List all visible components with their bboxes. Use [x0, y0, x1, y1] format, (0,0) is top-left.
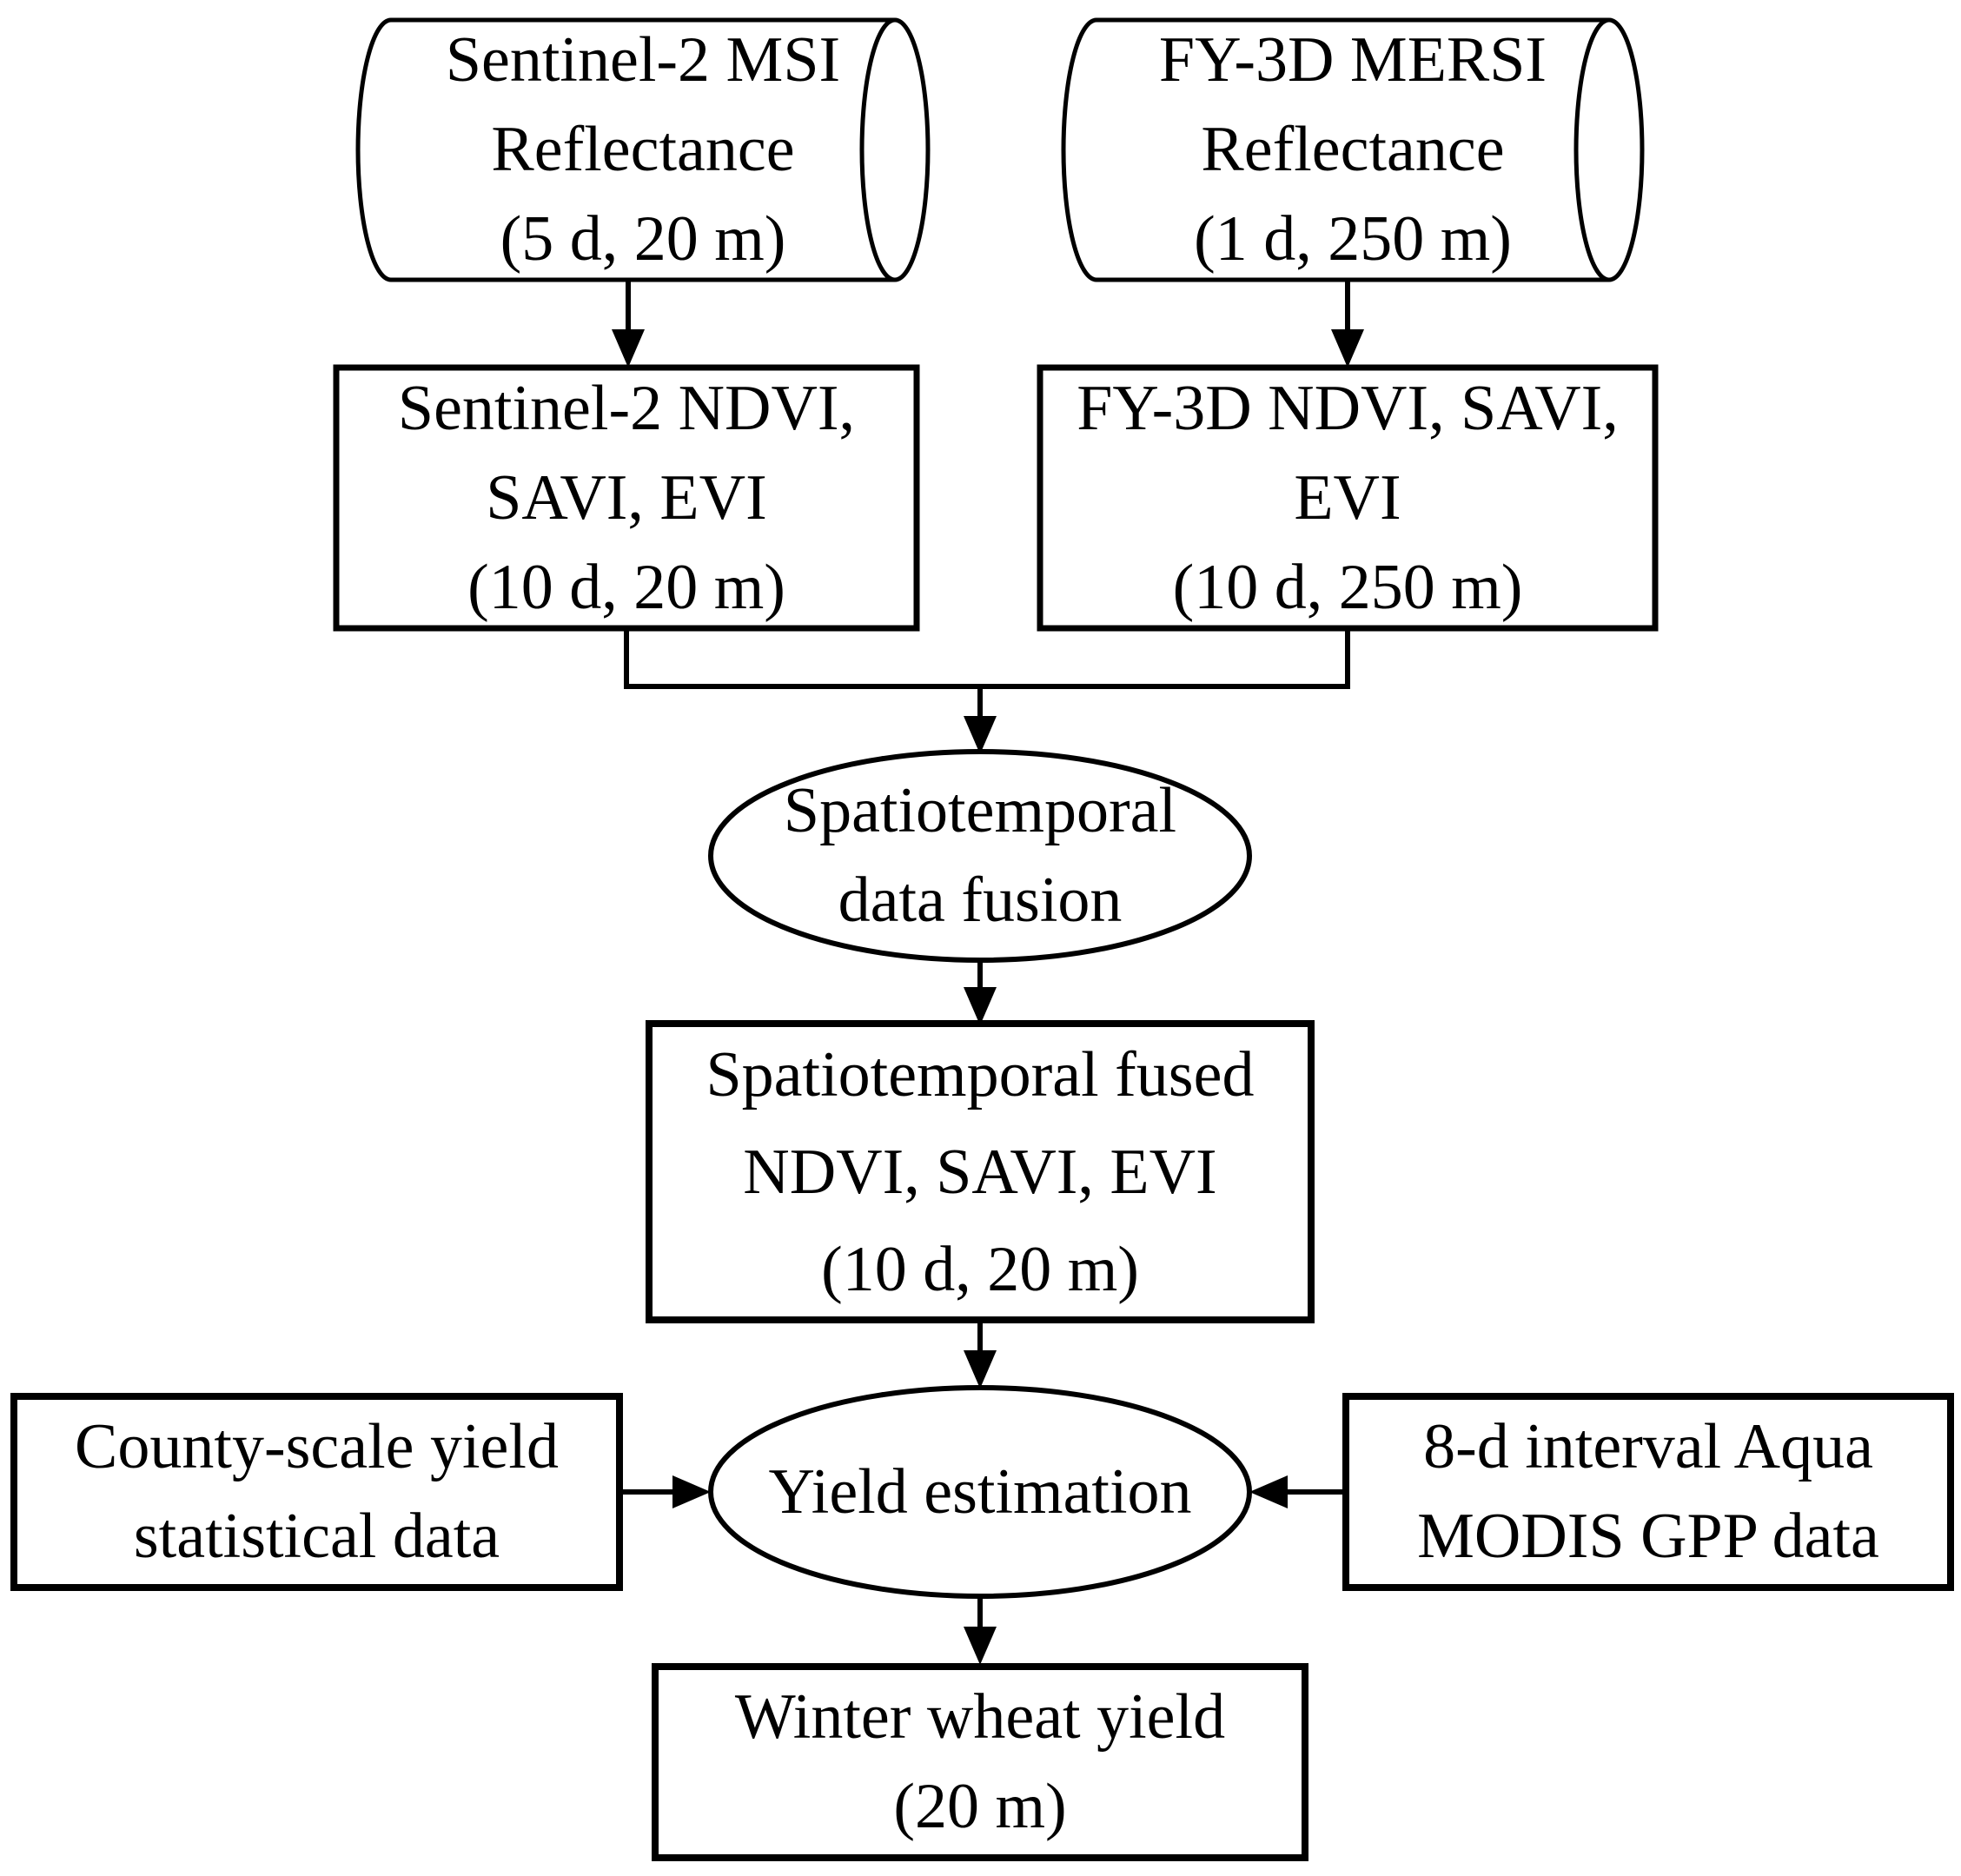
- county-yield-data-label: County-scale yield statistical data: [14, 1396, 619, 1588]
- fy3d-reflectance-label: FY-3D MERSI Reflectance (1 d, 250 m): [1096, 20, 1609, 280]
- county-yield-data-box: [10, 1393, 623, 1591]
- arrowhead-into-yield-left: [672, 1475, 711, 1508]
- arrowhead-into-yield-top: [964, 1350, 997, 1389]
- fy3d-indices-label: FY-3D NDVI, SAVI, EVI (10 d, 250 m): [1040, 368, 1655, 628]
- label-line: Reflectance: [491, 114, 795, 185]
- fused-indices-box: [646, 1020, 1315, 1323]
- modis-gpp-data-label: 8-d interval Aqua MODIS GPP data: [1346, 1396, 1951, 1588]
- label-line: Sentinel-2 MSI: [445, 24, 841, 96]
- label-line: Winter wheat yield: [734, 1681, 1226, 1753]
- label-line: (5 d, 20 m): [500, 203, 786, 275]
- label-line: (10 d, 20 m): [821, 1233, 1139, 1305]
- label-line: EVI: [1294, 461, 1401, 534]
- label-line: FY-3D MERSI: [1158, 24, 1547, 96]
- label-line: Spatiotemporal: [783, 775, 1177, 846]
- fy3d-indices-box: [1037, 364, 1659, 632]
- winter-wheat-yield-label: Winter wheat yield (20 m): [655, 1667, 1305, 1858]
- label-line: County-scale yield: [75, 1411, 559, 1482]
- sentinel2-reflectance-cylinder-cap: [859, 17, 896, 282]
- label-line: MODIS GPP data: [1417, 1501, 1879, 1572]
- sentinel2-indices-box: [333, 364, 920, 632]
- label-line: 8-d interval Aqua: [1423, 1411, 1873, 1482]
- arrowhead-into-fused-box: [964, 987, 997, 1025]
- label-line: (20 m): [893, 1771, 1067, 1842]
- sentinel2-indices-label: Sentinel-2 NDVI, SAVI, EVI (10 d, 20 m): [336, 368, 917, 628]
- yield-estimation-ellipse: [708, 1385, 1252, 1599]
- label-line: (10 d, 250 m): [1172, 551, 1523, 623]
- arrowhead-into-yield-right: [1249, 1475, 1288, 1508]
- arrowhead-into-fy3d-indices: [1331, 329, 1364, 368]
- label-line: FY-3D NDVI, SAVI,: [1077, 372, 1619, 444]
- winter-wheat-yield-box: [652, 1663, 1308, 1861]
- yield-estimation-label: Yield estimation: [711, 1388, 1249, 1596]
- modis-gpp-data-box: [1342, 1393, 1954, 1591]
- label-line: Yield estimation: [768, 1455, 1192, 1528]
- arrowhead-into-sentinel2-indices: [612, 329, 645, 368]
- arrowhead-into-fusion: [964, 716, 997, 754]
- label-line: Reflectance: [1201, 114, 1505, 185]
- fusion-process-ellipse: [708, 749, 1252, 963]
- label-line: data fusion: [838, 865, 1123, 936]
- fused-indices-label: Spatiotemporal fused NDVI, SAVI, EVI (10…: [649, 1024, 1311, 1320]
- label-line: Spatiotemporal fused: [706, 1038, 1255, 1110]
- sentinel2-reflectance-label: Sentinel-2 MSI Reflectance (5 d, 20 m): [391, 20, 895, 280]
- fy3d-reflectance-cylinder-cap: [1573, 17, 1610, 282]
- label-line: (1 d, 250 m): [1194, 203, 1512, 275]
- label-line: (10 d, 20 m): [467, 551, 785, 623]
- label-line: Sentinel-2 NDVI,: [397, 372, 856, 444]
- label-line: SAVI, EVI: [486, 461, 767, 534]
- label-line: statistical data: [133, 1501, 500, 1572]
- arrowhead-into-final-box: [964, 1627, 997, 1665]
- fusion-process-label: Spatiotemporal data fusion: [711, 752, 1249, 960]
- label-line: NDVI, SAVI, EVI: [743, 1136, 1217, 1208]
